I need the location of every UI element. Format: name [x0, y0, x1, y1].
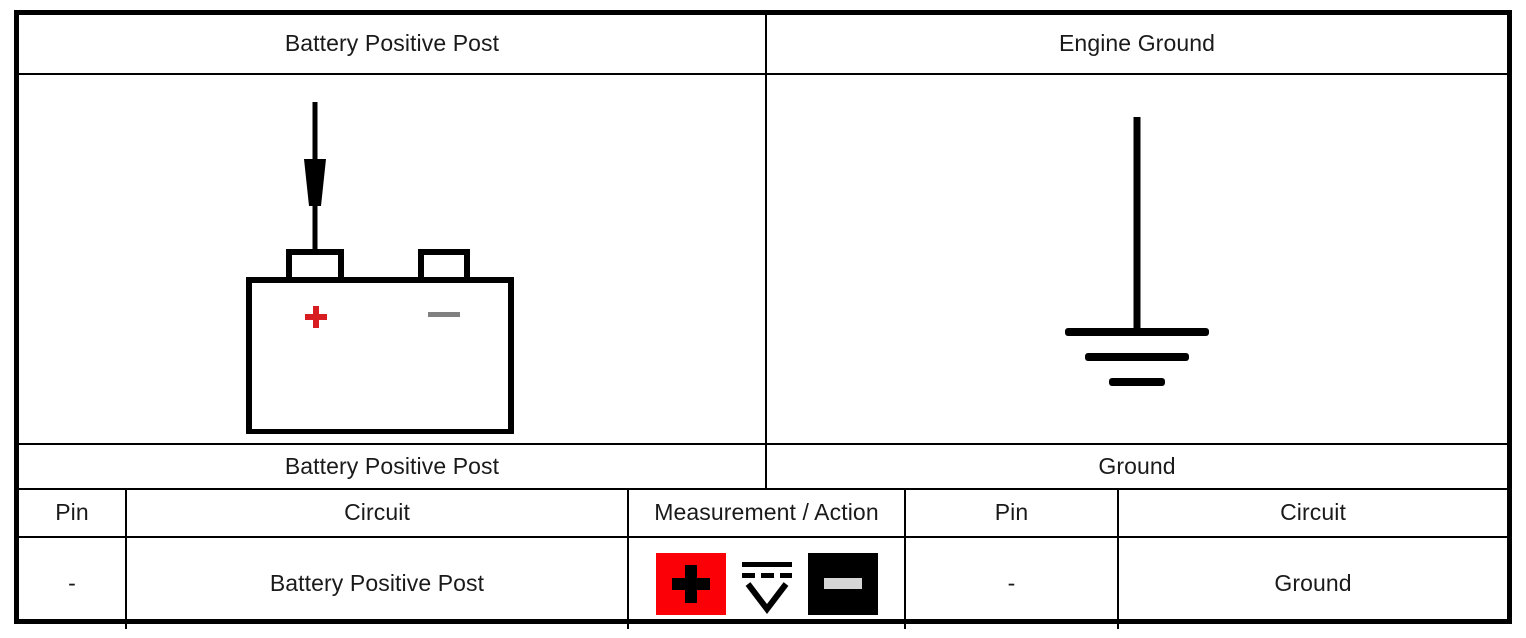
measurement-table: Battery Positive Post Engine Ground	[14, 10, 1512, 629]
data-cell-right-pin: -	[906, 538, 1117, 629]
rule-right-circuit	[1117, 488, 1119, 629]
data-cell-left-circuit: Battery Positive Post	[127, 538, 627, 629]
rule-center-upper	[765, 15, 767, 488]
colheader-label-measurement: Measurement / Action	[654, 499, 879, 526]
diagram-cell-ground	[767, 75, 1507, 443]
header-label-battery-positive-post: Battery Positive Post	[284, 30, 500, 57]
rule-below-colheaders	[19, 536, 1507, 538]
header-cell-engine-ground: Engine Ground	[767, 15, 1507, 73]
red-positive-lead-icon	[655, 552, 726, 615]
data-cell-right-circuit: Ground	[1119, 538, 1507, 629]
subheader-cell-ground: Ground	[767, 445, 1507, 488]
diagram-cell-battery	[19, 75, 765, 443]
header-label-engine-ground: Engine Ground	[1058, 30, 1216, 57]
data-cell-measurement	[629, 538, 904, 629]
subheader-label-ground: Ground	[1098, 452, 1176, 479]
chassis-ground-symbol	[1065, 117, 1209, 386]
colheader-left-pin: Pin	[19, 490, 125, 536]
data-value-left-pin: -	[68, 569, 76, 596]
dc-voltage-icon	[732, 553, 802, 615]
data-value-right-pin: -	[1007, 569, 1016, 596]
rule-right-pin	[904, 488, 906, 629]
minus-glyph	[823, 578, 862, 589]
colheader-label-left-circuit: Circuit	[344, 499, 410, 526]
colheader-right-pin: Pin	[906, 490, 1117, 536]
black-negative-lead-icon	[807, 552, 878, 615]
colheader-right-circuit: Circuit	[1119, 490, 1507, 536]
battery-with-probe-diagram	[246, 102, 514, 434]
colheader-left-circuit: Circuit	[127, 490, 627, 536]
rule-below-diagrams	[19, 443, 1507, 445]
subheader-label-battery-positive-post: Battery Positive Post	[284, 452, 500, 479]
colheader-measurement: Measurement / Action	[629, 490, 904, 536]
data-value-left-circuit: Battery Positive Post	[269, 569, 485, 596]
rule-left-pin	[125, 488, 127, 629]
rule-below-header	[19, 73, 1507, 75]
colheader-label-right-circuit: Circuit	[1280, 499, 1346, 526]
rule-measurement	[627, 488, 629, 629]
rule-below-subheader	[19, 488, 1507, 490]
measurement-action-icon-group	[655, 552, 878, 615]
battery-positive-marker	[305, 306, 327, 328]
colheader-label-right-pin: Pin	[994, 499, 1029, 526]
colheader-label-left-pin: Pin	[55, 499, 89, 526]
plus-glyph	[672, 565, 710, 603]
battery-negative-marker	[428, 312, 460, 317]
data-cell-left-pin: -	[19, 538, 125, 629]
subheader-cell-battery-positive-post: Battery Positive Post	[19, 445, 765, 488]
data-value-right-circuit: Ground	[1274, 569, 1352, 596]
header-cell-battery-positive-post: Battery Positive Post	[19, 15, 765, 73]
